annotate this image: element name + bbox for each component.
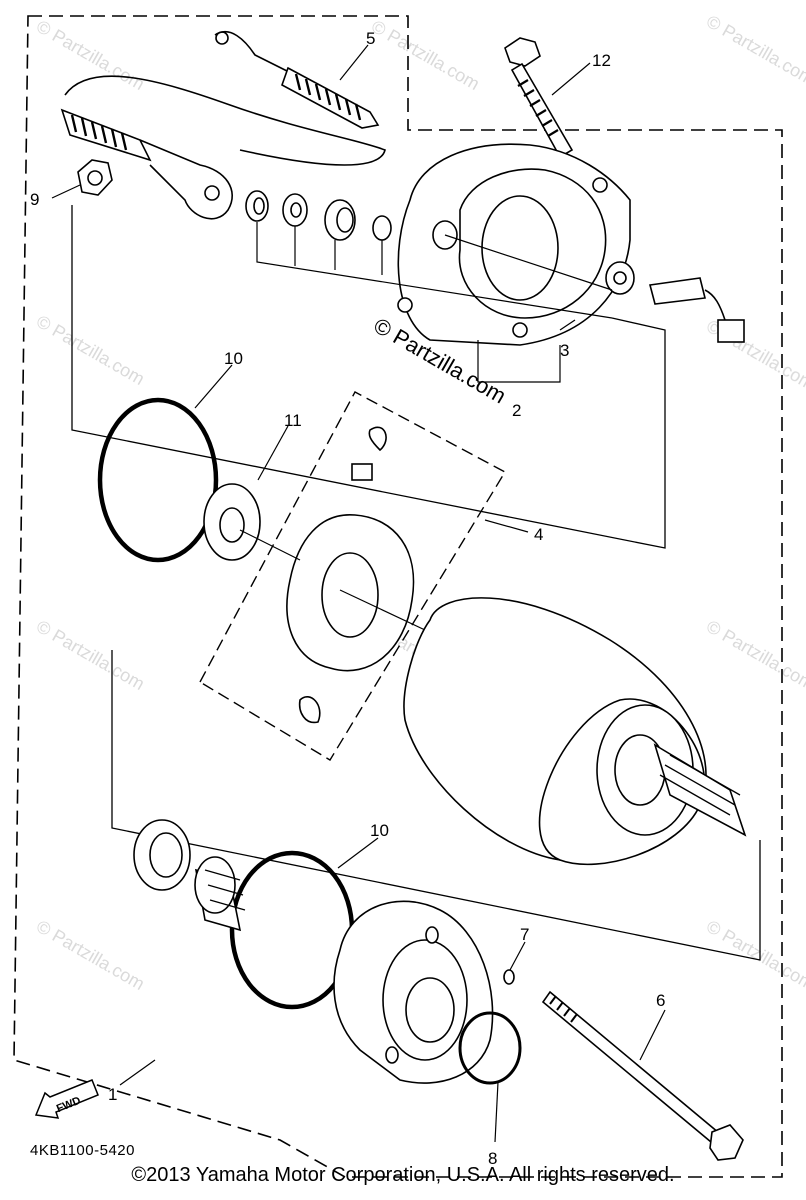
nut [77,159,113,196]
watermark-text: © Partzilla.com [703,11,806,89]
small-o-ring [503,969,515,985]
alignment-lines [239,529,426,631]
callout-numbers: 5 12 9 3 2 10 11 4 10 7 6 8 1 [30,29,665,1168]
watermark-text: © Partzilla.com [368,16,483,94]
bracket-lines [71,205,761,961]
callout-7: 7 [520,925,529,944]
callout-11: 11 [284,411,302,430]
callout-leaders [51,44,666,1143]
watermark-text: © Partzilla.com [33,311,148,389]
brush-set-boundary [199,391,506,761]
thrust-washer [203,483,261,561]
callout-10-upper: 10 [224,349,243,368]
cover-o-ring [458,1011,522,1085]
front-cover [333,900,494,1084]
fwd-arrow: FWD [34,1079,99,1119]
bearing-and-seal [133,819,246,932]
watermark-text: © Partzilla.com [33,16,148,94]
starter-cable [60,31,386,220]
leader-lines-top [256,222,613,383]
callout-8: 8 [488,1149,497,1168]
callout-3: 3 [560,341,569,360]
watermark-text: © Partzilla.com [703,916,806,994]
callout-6: 6 [656,991,665,1010]
watermark-text: © Partzilla.com [703,616,806,694]
rear-cover [397,143,745,346]
through-bolt [541,990,744,1161]
watermark-text: © Partzilla.com [33,616,148,694]
callout-2: 2 [512,401,521,420]
callout-5: 5 [366,29,375,48]
callout-12: 12 [592,51,611,70]
motor-yoke [403,597,747,866]
callout-1: 1 [108,1085,117,1104]
watermark-text: © Partzilla.com [33,916,148,994]
copyright-notice: ©2013 Yamaha Motor Corporation, U.S.A. A… [131,1164,675,1186]
o-ring-upper [97,397,219,563]
diagram-part-code: 4KB1100-5420 [30,1142,135,1159]
callout-9: 9 [30,190,39,209]
brush-plate [286,426,415,724]
bolt [504,37,574,159]
callout-4: 4 [534,525,543,544]
terminal-washers [245,190,392,241]
assembly-boundary [13,15,783,1178]
callout-10-lower: 10 [370,821,389,840]
